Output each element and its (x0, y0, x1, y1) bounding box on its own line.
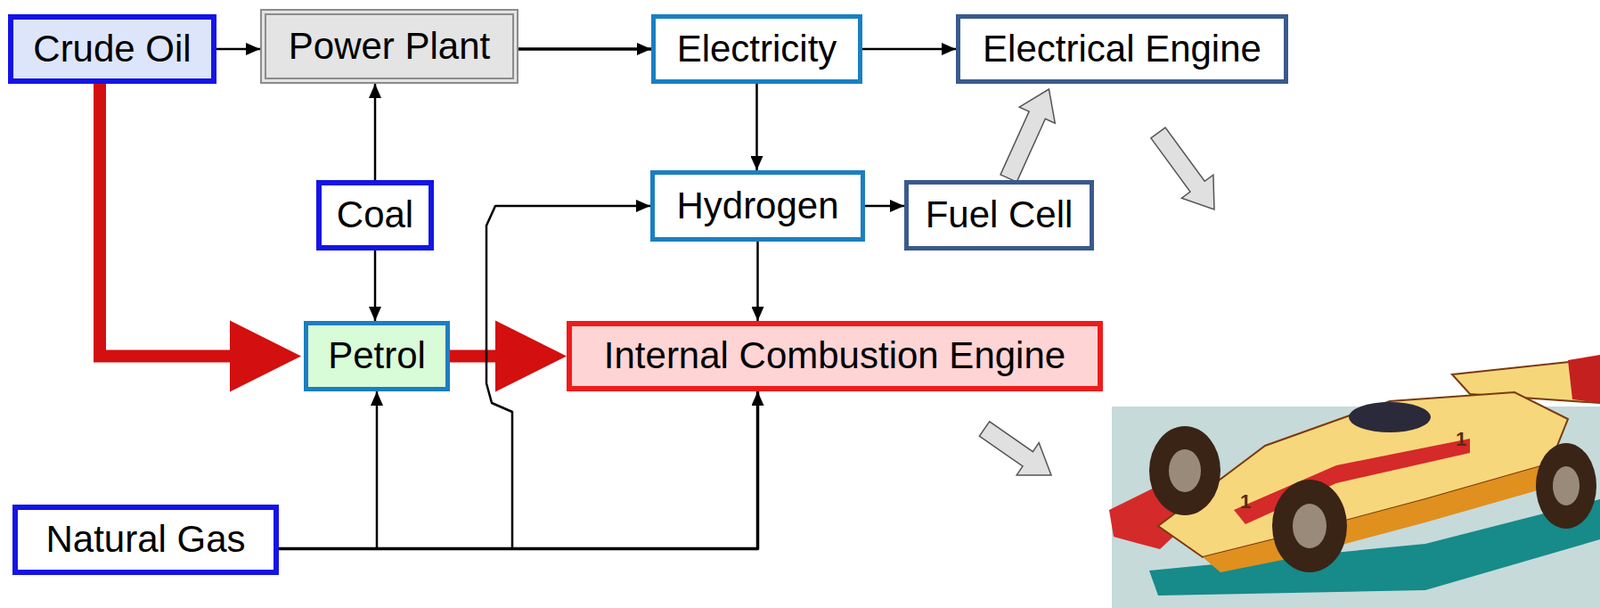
connector (518, 48, 652, 50)
source-box: Crude Oil (8, 14, 217, 84)
cockpit (1348, 401, 1431, 433)
wheel-hub (1292, 503, 1327, 548)
connector (216, 48, 261, 50)
node-label: Electricity (677, 28, 838, 70)
flow-line (374, 250, 377, 321)
car-stripe (1233, 438, 1470, 524)
connector (862, 48, 956, 50)
node-label: Natural Gas (45, 518, 245, 560)
node-label: Power Plant (288, 25, 490, 67)
flow-line (755, 83, 759, 171)
source-box: Coal (316, 179, 434, 251)
connector (756, 83, 758, 171)
car-number: 1 (1240, 491, 1251, 512)
engine-box: Fuel Cell (904, 179, 1094, 251)
flow-line (99, 83, 234, 357)
flow-line (374, 83, 377, 180)
engine-box: Electrical Engine (955, 14, 1289, 84)
node-label: Hydrogen (676, 185, 839, 227)
connector (865, 205, 905, 207)
connector (278, 391, 377, 549)
node-label: Petrol (327, 334, 426, 376)
node-label: Electrical Engine (982, 28, 1262, 70)
flow-line (756, 241, 760, 321)
car-wheel (1535, 442, 1597, 529)
block-arrow (979, 421, 1052, 475)
connector (278, 391, 759, 549)
flow-line (449, 350, 499, 363)
wing-endplate (1567, 354, 1600, 403)
car-wheel (1272, 479, 1347, 572)
connector (449, 320, 567, 392)
fuel-box: Petrol (303, 320, 450, 392)
car-number: 1 (1455, 429, 1467, 449)
car-wheel (1149, 425, 1221, 515)
connector (757, 241, 759, 321)
flow-line (216, 48, 261, 51)
connector (99, 83, 302, 392)
node-label: Crude Oil (32, 28, 191, 70)
connector (375, 83, 376, 180)
node-label: Coal (336, 194, 414, 236)
connector (375, 250, 376, 321)
carrier-box: Electricity (651, 14, 863, 84)
connector (1000, 89, 1055, 182)
node-label: Internal Combustion Engine (604, 334, 1066, 376)
node-label: Fuel Cell (925, 194, 1074, 236)
flow-line (278, 391, 377, 549)
arrowhead (229, 320, 302, 392)
block-arrow (1000, 89, 1055, 182)
block-arrow (1151, 127, 1215, 210)
engine-box: Internal Combustion Engine (566, 320, 1103, 392)
wheel-hub (1552, 465, 1580, 506)
flow-line (518, 47, 652, 51)
source-box: Natural Gas (12, 504, 279, 575)
carrier-box: Hydrogen (650, 170, 866, 242)
process-box: Power Plant (260, 8, 519, 84)
flow-line (865, 204, 905, 208)
wheel-hub (1168, 448, 1201, 492)
arrowhead (495, 320, 567, 392)
flow-line (278, 391, 759, 549)
flow-line (862, 48, 956, 51)
